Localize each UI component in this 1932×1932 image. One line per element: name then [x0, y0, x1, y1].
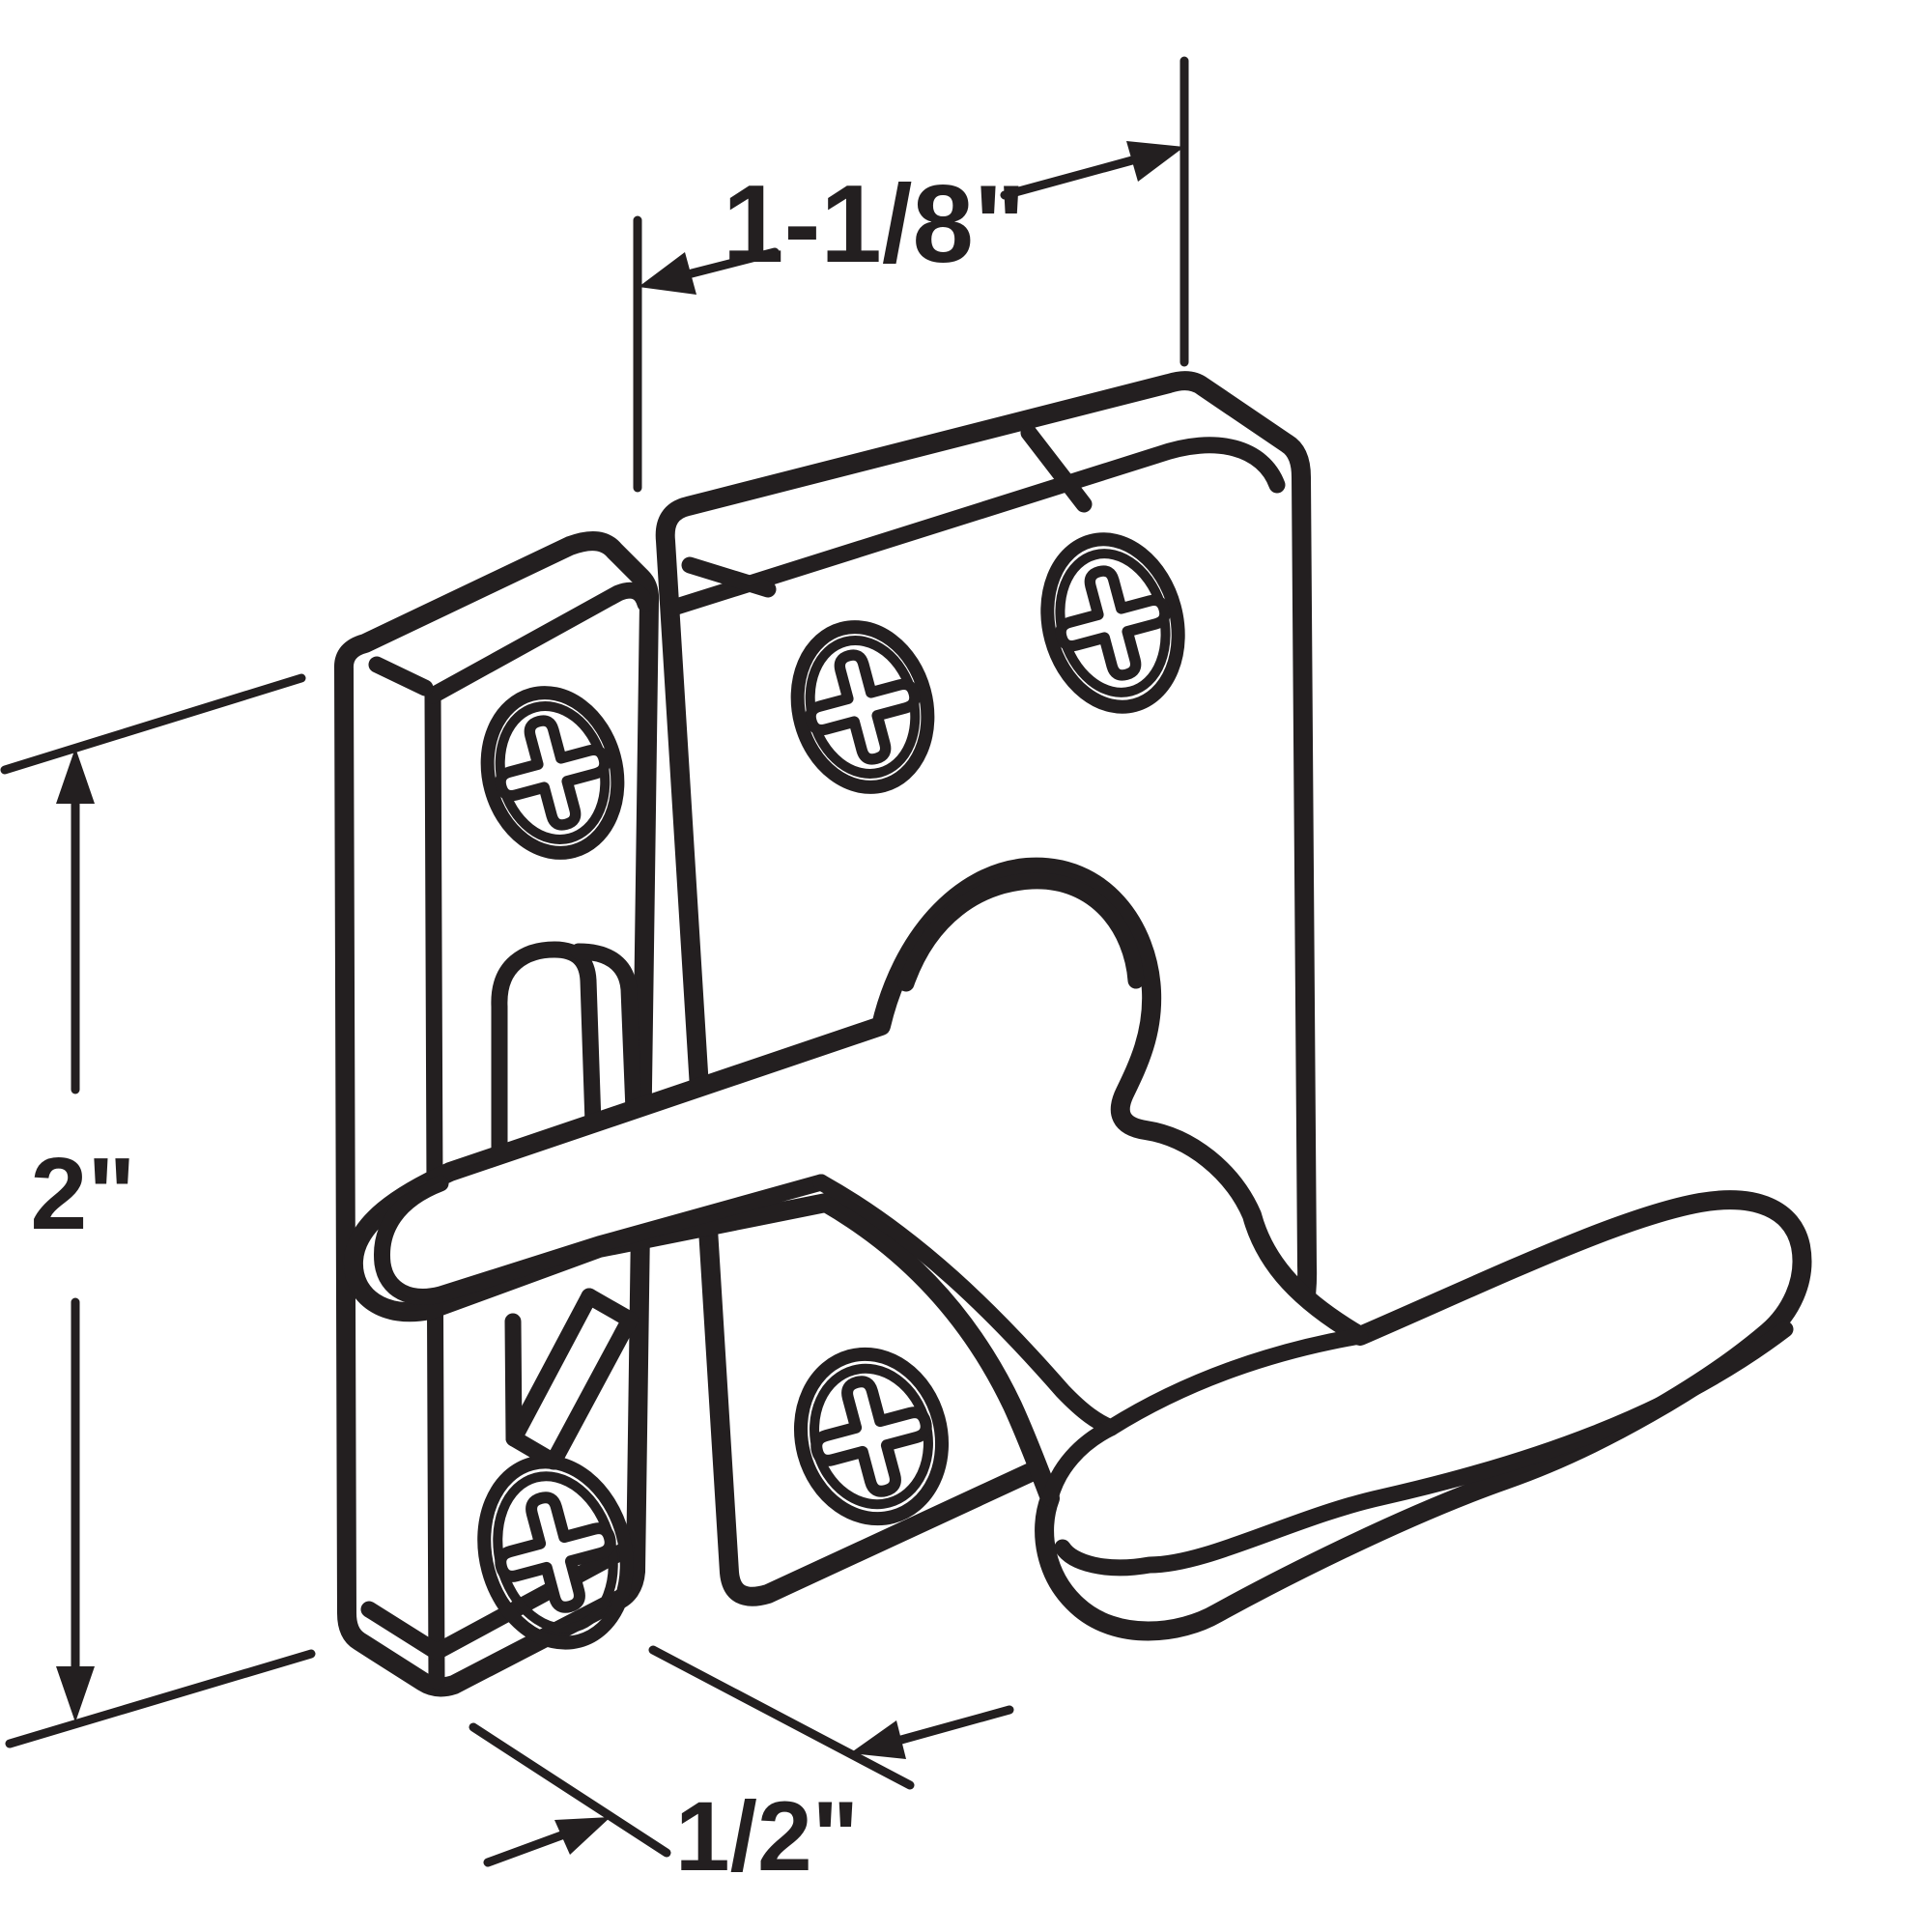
grip-near-edge	[1102, 1327, 1369, 1436]
hub-inner-arc	[897, 872, 1145, 992]
keeper-front-top-edge	[424, 582, 654, 704]
screw-keeper-bottom	[477, 1455, 634, 1650]
arrowhead-upright-icon	[554, 1817, 611, 1855]
grip-ridge-line	[1054, 1321, 1794, 1577]
extension-line-bottom	[5, 1649, 316, 1748]
arrowhead-left-icon	[639, 252, 696, 295]
arrowhead-down-icon	[56, 1666, 95, 1722]
latch-bar-underside-line	[374, 1174, 830, 1305]
dim-line-right	[1000, 156, 1137, 200]
dim-line-left	[687, 247, 780, 278]
base-plate-corner-tick-right	[1020, 424, 1093, 513]
keeper-slot-tab	[491, 941, 642, 1470]
tab-side-face	[570, 943, 642, 1120]
dimension-width: 1-1/8"	[633, 56, 1189, 493]
arrowhead-right-icon	[1126, 141, 1184, 182]
keeper-top-tick	[368, 656, 434, 696]
tab-chisel-face	[505, 1288, 639, 1470]
extension-line-top	[0, 673, 306, 775]
screw-outer-ring	[793, 1347, 950, 1526]
screw-outer-ring	[1040, 532, 1185, 714]
base-plate-corner-tick	[681, 556, 777, 598]
tab-front-face	[491, 941, 602, 1165]
height-dimension-label: 2"	[30, 1137, 135, 1251]
dimension-height: 2"	[0, 673, 316, 1748]
screw-top-left	[790, 620, 935, 794]
lever-silhouette	[343, 857, 1812, 1641]
lever-handle	[343, 857, 1812, 1641]
extension-line-left	[469, 1722, 671, 1858]
depth-dimension-label: 1/2"	[675, 1781, 859, 1891]
dim-tail-left	[483, 1830, 569, 1867]
screw-outer-ring	[480, 686, 625, 860]
grip-tip-arc	[1041, 1419, 1120, 1507]
arrowhead-up-icon	[56, 748, 95, 804]
screw-bottom	[793, 1347, 950, 1526]
dim-tail-right	[896, 1705, 1014, 1745]
tab-lower-edge	[504, 1313, 523, 1447]
screw-keeper-top	[480, 686, 625, 860]
screw-outer-ring	[790, 620, 935, 794]
width-dimension-label: 1-1/8"	[723, 163, 1026, 286]
screw-outer-ring	[477, 1455, 634, 1650]
extension-line-right	[648, 1645, 915, 1790]
screw-top-right	[1040, 532, 1185, 714]
tab-chisel-edge	[505, 1288, 598, 1447]
lever-arm-top-edge	[812, 1174, 1120, 1436]
dimension-depth: 1/2"	[469, 1645, 1014, 1891]
base-plate-face-edge	[662, 437, 1286, 617]
arrowhead-downleft-icon	[850, 1720, 906, 1759]
